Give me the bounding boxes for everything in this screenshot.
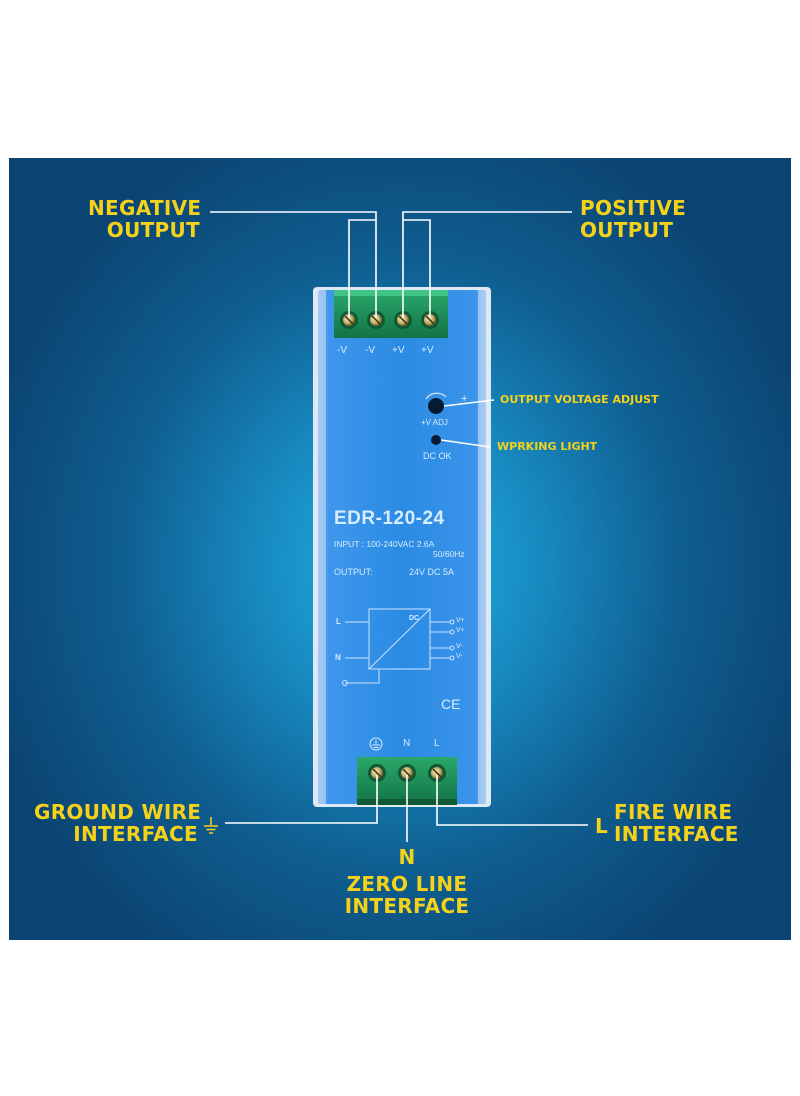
schematic-label-dc: DC: [409, 615, 420, 622]
terminal-label-neg-2: -V: [365, 345, 375, 356]
callout-negative-output: NEGATIVE OUTPUT: [88, 196, 202, 242]
schematic-label-n: N: [335, 653, 341, 662]
screw-icon: [368, 764, 386, 782]
bottom-terminal-label-n: N: [403, 738, 411, 749]
model-name: EDR-120-24: [334, 508, 445, 529]
terminal-label-pos-2: +V: [421, 345, 434, 356]
terminal-label-neg-1: -V: [337, 345, 347, 356]
callout-zero-line-line2: INTERFACE: [344, 894, 470, 918]
top-terminal-block: [334, 290, 448, 338]
callout-fire-wire: FIRE WIRE INTERFACE: [614, 801, 739, 845]
dc-ok-led: [431, 435, 441, 445]
leader-ground: [225, 775, 378, 824]
schematic-label-l: L: [336, 617, 341, 626]
bottom-terminal-label-l: L: [434, 738, 440, 749]
screw-icon: [340, 311, 358, 329]
input-frequency: 50/60Hz: [433, 549, 465, 559]
screw-icon: [394, 311, 412, 329]
callout-fire-wire-line1: FIRE WIRE: [614, 800, 733, 824]
leader-voltage-adjust: [443, 399, 495, 407]
callout-ground-wire-line2: INTERFACE: [73, 822, 198, 846]
adj-plus-sign: +: [461, 393, 468, 405]
terminal-label-pos-1: +V: [392, 345, 405, 356]
ground-callout-symbol-icon: [204, 817, 218, 834]
ce-mark: CE: [441, 696, 461, 712]
schematic-label-vminus-2: V-: [456, 653, 463, 660]
output-spec: 24V DC 5A: [409, 567, 455, 577]
callout-output-voltage-adjust: OUTPUT VOLTAGE ADJUST: [500, 393, 659, 406]
callout-working-light: WPRKING LIGHT: [497, 440, 598, 453]
adj-label: +V ADJ: [421, 418, 448, 427]
voltage-adjust-potentiometer: [425, 392, 447, 414]
screw-icon: [367, 311, 385, 329]
screw-icon: [398, 764, 416, 782]
schematic-diagram: [342, 608, 455, 686]
callout-zero-line-symbol: N: [398, 845, 416, 869]
leader-fire-wire: [436, 775, 588, 826]
callout-positive-output: POSITIVE OUTPUT: [580, 197, 686, 241]
leader-working-light: [440, 439, 491, 448]
leader-negative-output-2: [348, 219, 376, 318]
callout-zero-line-line1: ZERO LINE: [346, 872, 468, 896]
callout-zero-line: N ZERO LINE INTERFACE: [327, 846, 487, 917]
dc-ok-label: DC OK: [423, 451, 452, 461]
power-supply-body: [313, 287, 491, 807]
screw-icon: [421, 311, 439, 329]
callout-ground-wire-line1: GROUND WIRE: [34, 800, 202, 824]
input-spec: INPUT : 100-240VAC 2.6A: [334, 539, 435, 549]
ground-symbol-icon: [369, 737, 383, 751]
callout-ground-wire: GROUND WIRE INTERFACE: [34, 800, 202, 846]
output-label: OUTPUT:: [334, 567, 373, 577]
schematic-label-vplus-1: V+: [456, 617, 465, 624]
callout-fire-wire-symbol: L: [595, 814, 609, 838]
leader-positive-output: [402, 211, 572, 318]
screw-icon: [428, 764, 446, 782]
callout-positive-output-line1: POSITIVE: [580, 196, 687, 220]
leader-lines: [210, 211, 588, 842]
schematic-label-vminus-1: V-: [456, 643, 463, 650]
callout-positive-output-line2: OUTPUT: [580, 218, 674, 242]
leader-negative-output: [210, 211, 377, 318]
callout-fire-wire-line2: INTERFACE: [614, 822, 739, 846]
callout-negative-output-line2: OUTPUT: [106, 218, 200, 242]
leader-positive-output-2: [403, 219, 431, 318]
callout-negative-output-line1: NEGATIVE: [88, 196, 202, 220]
schematic-label-vplus-2: V+: [456, 627, 465, 634]
